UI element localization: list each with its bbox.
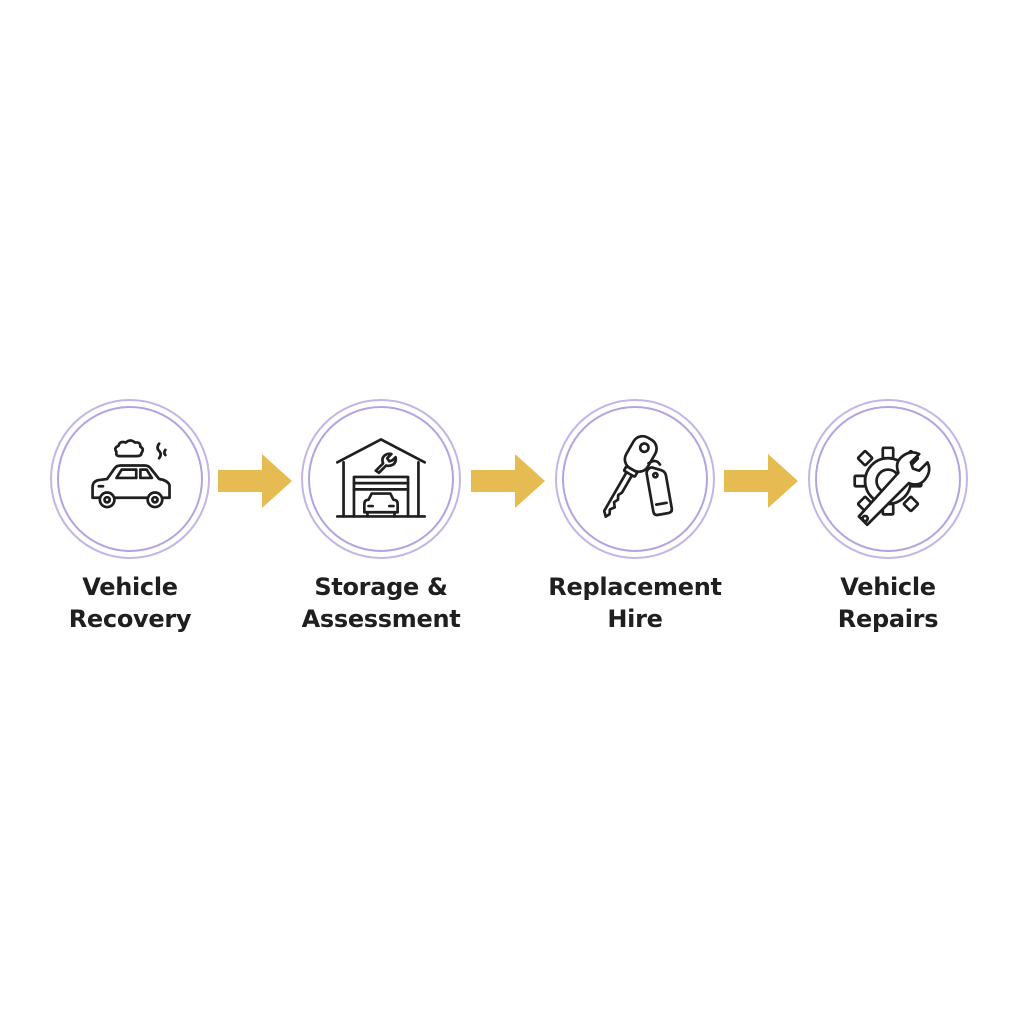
step-storage-assessment: Storage & Assessment (281, 399, 481, 635)
right-arrow-icon (724, 454, 798, 508)
step-circle (555, 399, 715, 559)
step-circle (50, 399, 210, 559)
step-vehicle-recovery: Vehicle Recovery (30, 399, 230, 635)
step-circle (808, 399, 968, 559)
step-vehicle-repairs: Vehicle Repairs (788, 399, 988, 635)
right-arrow-icon (471, 454, 545, 508)
gear-wrench-icon (853, 446, 931, 527)
step-label: Vehicle Repairs (837, 573, 939, 633)
step-replacement-hire: Replacement Hire (535, 399, 735, 635)
right-arrow-icon (218, 454, 292, 508)
step-circle (301, 399, 461, 559)
broken-down-car-icon (91, 439, 171, 509)
garage-wrench-icon (335, 438, 427, 518)
car-key-icon (602, 434, 674, 518)
step-label: Vehicle Recovery (68, 573, 192, 633)
step-label: Replacement Hire (548, 573, 722, 633)
step-label: Storage & Assessment (301, 573, 461, 633)
